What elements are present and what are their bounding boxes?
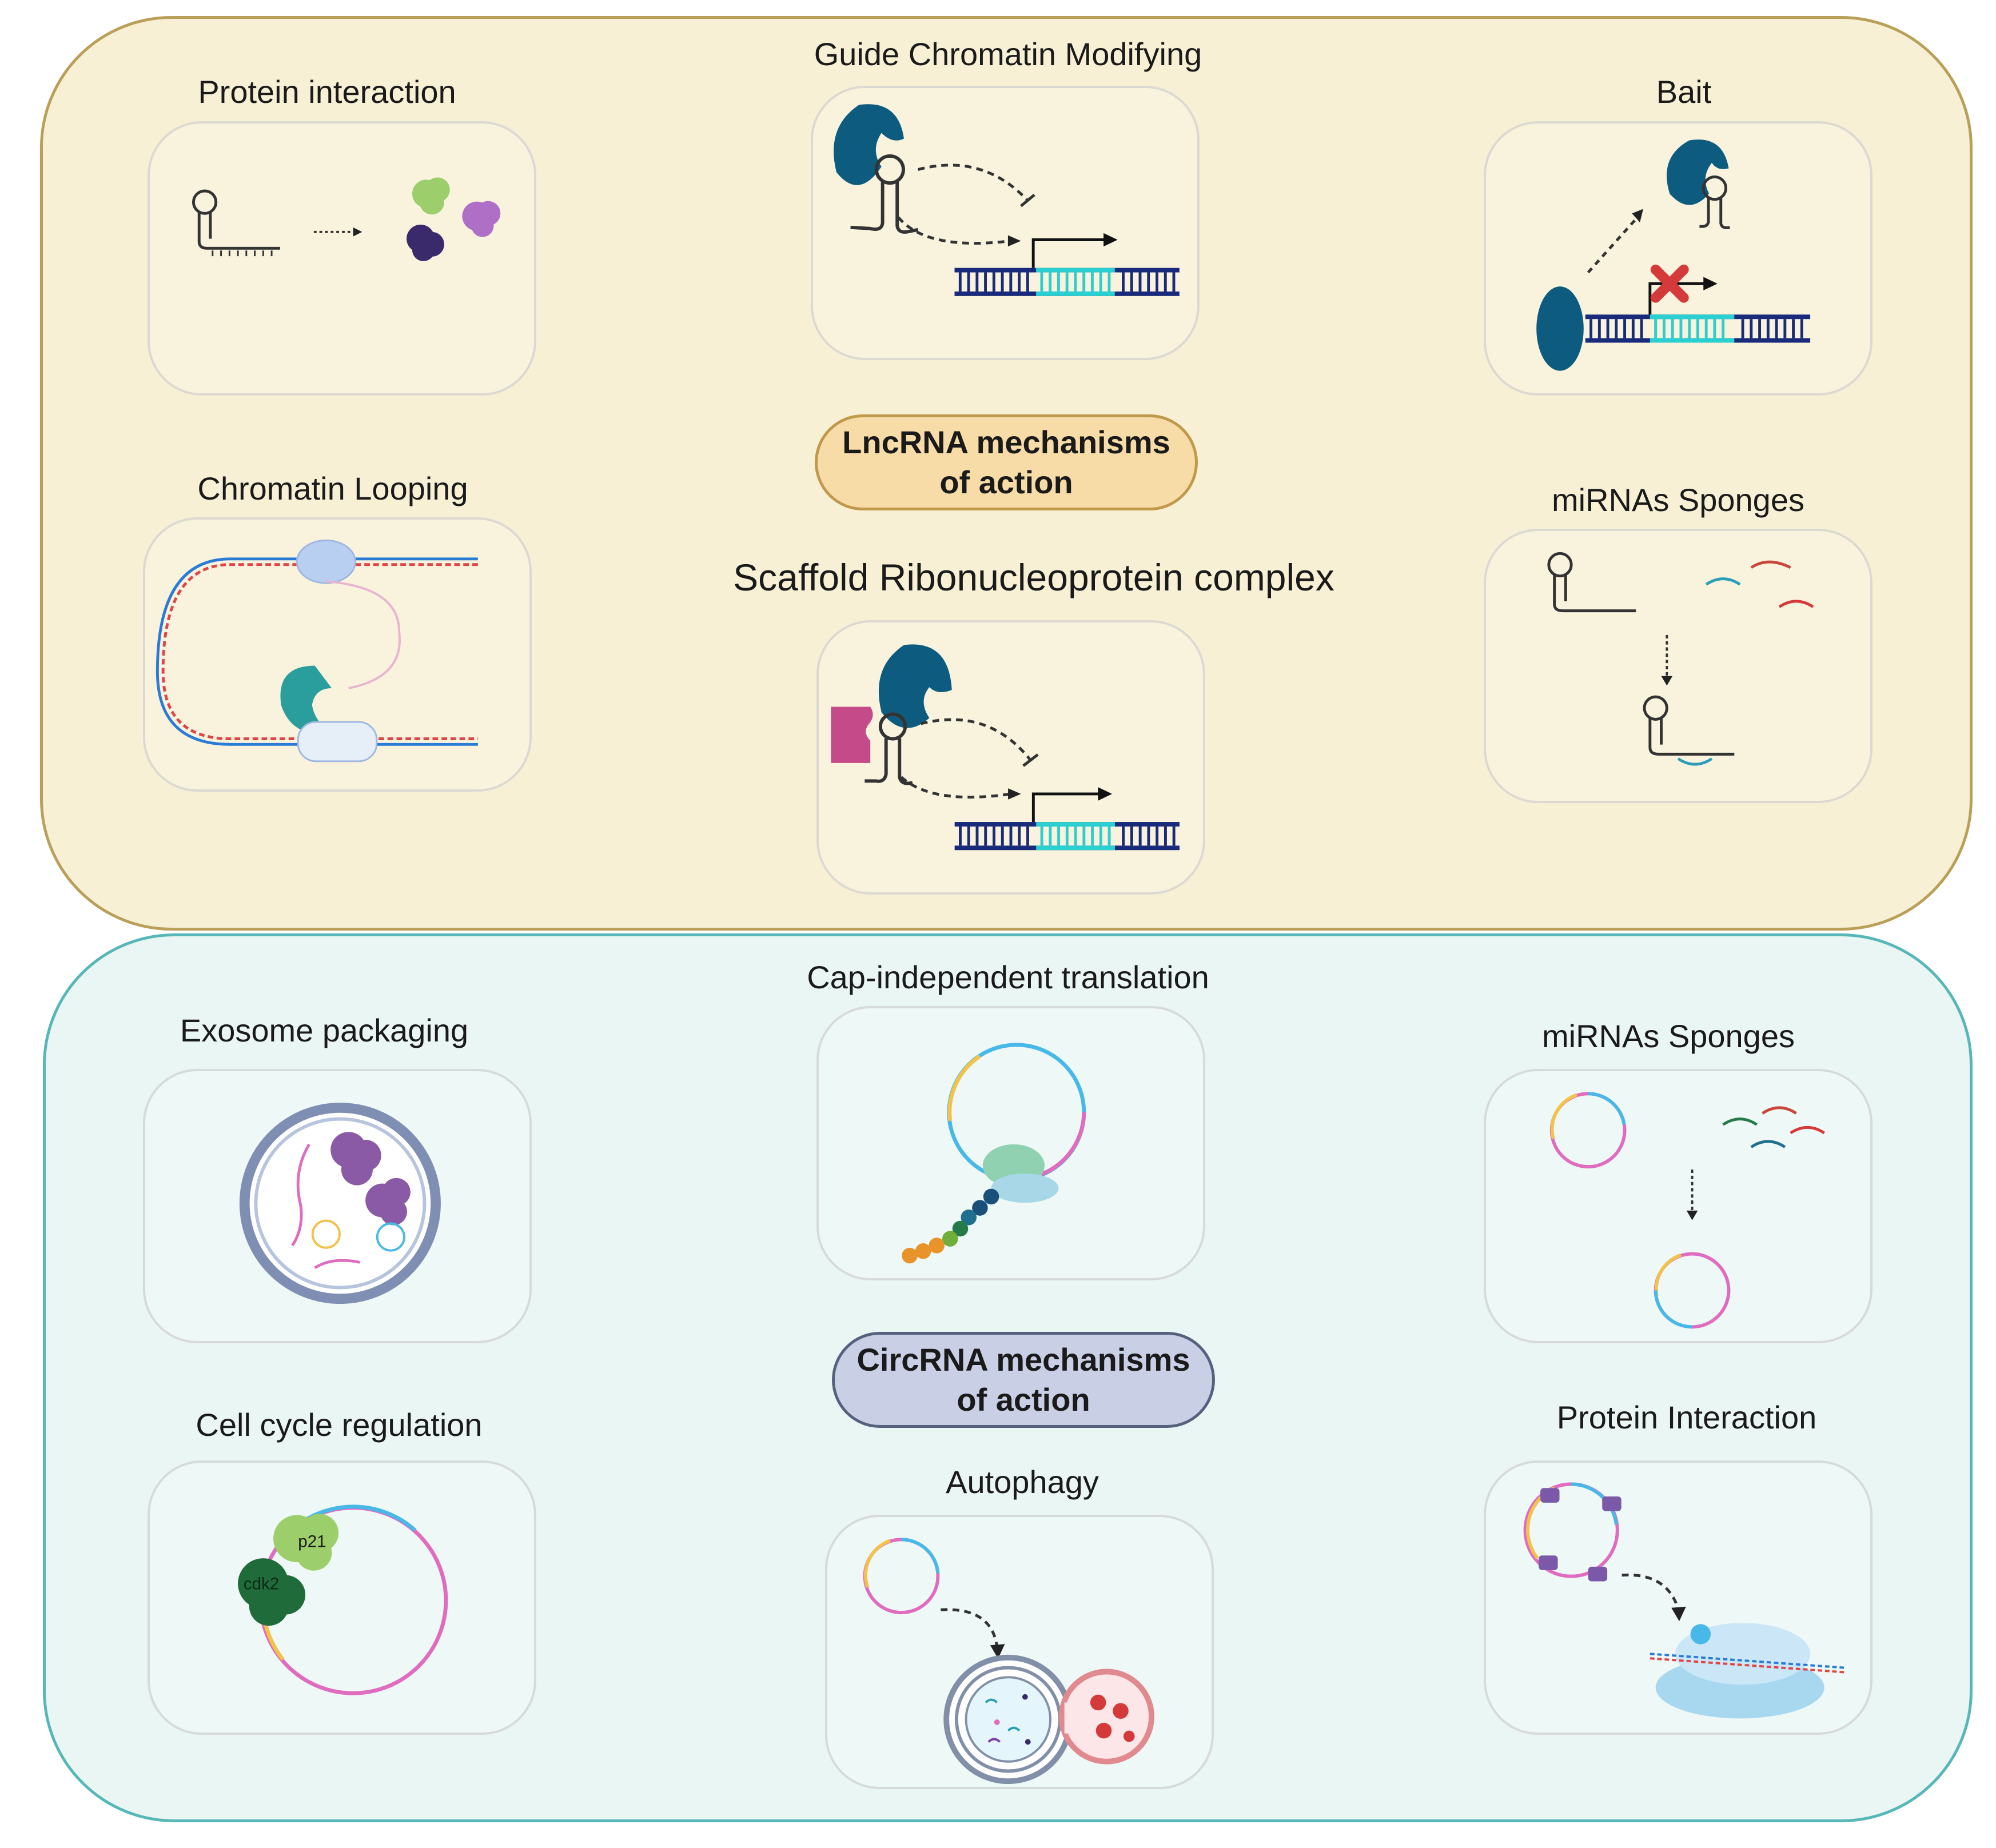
lysosome-icon <box>1058 1669 1154 1765</box>
bait-illustration <box>1536 139 1811 371</box>
lncrna-hairpin-icon <box>850 154 919 234</box>
card-scaffold <box>816 620 1205 895</box>
dotted-arrow-icon <box>941 1608 999 1647</box>
card-circ-mirna-sponges <box>1484 1069 1873 1343</box>
protein-interaction-illustration <box>192 177 501 261</box>
lncrna-hairpin-icon <box>1699 175 1730 230</box>
autophagy-illustration <box>863 1538 1154 1785</box>
dotted-arrow-icon <box>313 227 362 237</box>
card-exosome <box>143 1069 532 1343</box>
cohesin-top-icon <box>296 539 356 584</box>
circrna-center-line2: of action <box>957 1382 1090 1418</box>
exosome-illustration <box>239 1103 441 1304</box>
cell-cycle-illustration: p21 cdk2 <box>238 1504 448 1695</box>
circ-mirna-sponge-illustration <box>1549 1092 1826 1329</box>
dotted-arrow-icon <box>1621 1573 1680 1610</box>
label-protein-interaction: Protein interaction <box>198 74 456 110</box>
bait-dotted-arrow-icon <box>1587 218 1638 274</box>
cargo-rna-icon <box>291 1143 310 1247</box>
blocked-x-icon <box>1650 264 1689 303</box>
cdk2-label: cdk2 <box>244 1574 279 1593</box>
repress-arrow-icon <box>917 163 1029 202</box>
p21-label: p21 <box>298 1532 326 1551</box>
down-arrow-icon <box>1686 1170 1698 1220</box>
tss-arrow-icon <box>1031 233 1118 268</box>
scaffold-illustration <box>831 644 1180 851</box>
lncrna-hairpin-icon <box>192 189 280 257</box>
lncrna-bound-icon <box>1643 695 1735 766</box>
card-bait <box>1484 121 1873 396</box>
down-arrow-icon <box>1661 634 1673 686</box>
label-lnc-mirna-sponges: miRNAs Sponges <box>1552 482 1804 518</box>
card-guide-chromatin <box>811 86 1200 360</box>
chromatin-modifier-icon <box>834 104 904 185</box>
lncrna-hairpin-icon <box>864 712 913 785</box>
dna-strand-icon <box>1585 314 1811 343</box>
cargo-protein-icon <box>330 1132 411 1226</box>
scaffold-protein-dark-icon <box>878 644 952 728</box>
dna-strand-icon <box>954 822 1180 851</box>
label-autophagy: Autophagy <box>946 1464 1099 1500</box>
bait-protein-icon <box>1667 139 1729 205</box>
dna-loop-icon <box>156 557 478 746</box>
circrna-center-label: CircRNA mechanisms of action <box>832 1332 1215 1428</box>
card-circ-protein-interaction <box>1484 1460 1873 1735</box>
ribosome-complex-icon <box>1650 1623 1847 1719</box>
tss-arrow-icon <box>1648 277 1718 315</box>
label-guide-chromatin: Guide Chromatin Modifying <box>814 36 1202 72</box>
bound-protein-icon <box>1539 1488 1621 1582</box>
tss-arrow-icon <box>1031 787 1112 823</box>
cohesin-bottom-icon <box>297 721 378 763</box>
label-cap-independent: Cap-independent translation <box>807 959 1209 995</box>
label-bait: Bait <box>1656 74 1712 110</box>
cargo-circrna-icon <box>311 1219 341 1249</box>
dna-strand-icon <box>954 268 1180 296</box>
ctcf-protein-icon <box>280 665 332 735</box>
activate-arrow-icon <box>897 216 1011 245</box>
label-circ-mirna-sponges: miRNAs Sponges <box>1542 1018 1795 1054</box>
cap-independent-illustration <box>902 1043 1086 1264</box>
label-scaffold: Scaffold Ribonucleoprotein complex <box>733 556 1334 598</box>
lncrna-center-line2: of action <box>939 464 1073 500</box>
mirna-strands-icon <box>1705 560 1814 608</box>
blocked-protein-icon <box>1536 286 1584 371</box>
circrna-center-line1: CircRNA mechanisms <box>856 1342 1190 1378</box>
label-cell-cycle: Cell cycle regulation <box>196 1407 483 1443</box>
circ-protein-interaction-illustration <box>1523 1482 1847 1719</box>
scaffold-protein-magenta-icon <box>831 707 873 763</box>
lnc-mirna-sponge-illustration <box>1547 552 1814 766</box>
lncrna-center-label: LncRNA mechanisms of action <box>815 414 1198 510</box>
autophagosome-icon <box>943 1654 1073 1785</box>
chromatin-looping-illustration <box>156 539 478 763</box>
lncrna-hairpin-icon <box>1547 552 1636 613</box>
mirna-strands-icon <box>1722 1106 1826 1148</box>
label-chromatin-looping: Chromatin Looping <box>197 470 468 506</box>
cdk2-protein-icon <box>238 1558 306 1626</box>
protein-blobs-icon <box>407 177 501 261</box>
card-chromatin-looping <box>143 517 532 792</box>
p21-protein-icon <box>273 1514 339 1571</box>
card-cap-independent <box>816 1006 1205 1280</box>
card-lnc-mirna-sponges <box>1484 529 1873 803</box>
label-exosome: Exosome packaging <box>180 1012 469 1048</box>
guide-chromatin-illustration <box>834 104 1180 296</box>
lncrna-center-line1: LncRNA mechanisms <box>842 424 1170 460</box>
label-circ-protein-interaction: Protein Interaction <box>1556 1399 1817 1435</box>
card-lnc-protein-interaction <box>148 121 536 396</box>
card-cell-cycle: p21 cdk2 <box>148 1460 536 1735</box>
card-autophagy <box>825 1515 1214 1789</box>
peptide-chain-icon <box>902 1188 999 1264</box>
